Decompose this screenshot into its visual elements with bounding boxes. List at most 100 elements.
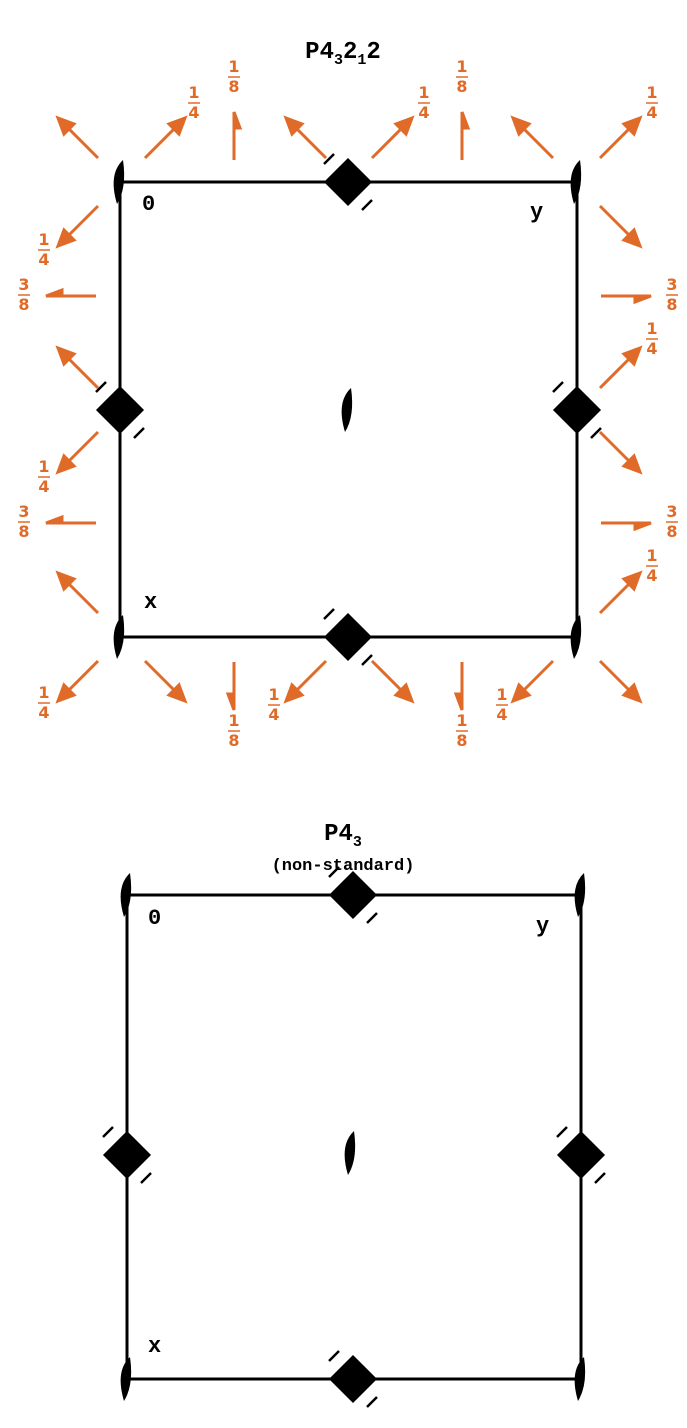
- fraction-numerator: 1: [418, 83, 429, 102]
- y-axis-label: y: [536, 914, 549, 939]
- inplane-twofold-axis-icon: [55, 570, 100, 615]
- svg-text:14: 14: [496, 685, 507, 724]
- inplane-twofold-axis-icon: [601, 521, 652, 532]
- svg-text:18: 18: [456, 711, 467, 750]
- inplane-twofold-axis-icon: [55, 115, 100, 160]
- fourfold-screw-axis-icon: [328, 866, 378, 924]
- fraction-numerator: 1: [268, 685, 279, 704]
- fraction-denominator: 4: [496, 705, 507, 724]
- svg-text:38: 38: [18, 502, 29, 541]
- inplane-twofold-axis-icon: [55, 345, 100, 390]
- inplane-twofold-axis-icon: [55, 204, 100, 249]
- inplane-twofold-axis-icon: [370, 115, 415, 160]
- fraction-denominator: 8: [666, 295, 677, 314]
- origin-label: 0: [148, 906, 161, 931]
- inplane-twofold-axis-icon: [598, 204, 643, 249]
- inplane-twofold-axis-icon: [601, 294, 652, 305]
- inplane-twofold-axis-icon: [225, 662, 236, 711]
- twofold-axis-icon: [341, 388, 353, 432]
- fraction-numerator: 1: [188, 83, 199, 102]
- inplane-twofold-axis-icon: [453, 662, 464, 711]
- inplane-twofold-axis-icon: [232, 111, 243, 160]
- inplane-twofold-axis-icon: [143, 115, 188, 160]
- fraction-numerator: 1: [38, 457, 49, 476]
- twofold-axis-icon: [113, 160, 125, 204]
- origin-label: 0: [142, 192, 155, 217]
- fourfold-screw-axis-icon: [328, 1350, 378, 1408]
- diagram-p43212: P43212 0 y x: [18, 39, 678, 750]
- twofold-axis-icon: [113, 615, 125, 659]
- fraction-denominator: 4: [188, 103, 199, 122]
- fraction-denominator: 8: [18, 522, 29, 541]
- fraction-denominator: 8: [456, 77, 467, 96]
- svg-text:14: 14: [268, 685, 279, 724]
- fraction-numerator: 1: [646, 319, 657, 338]
- twofold-axis-icon: [574, 873, 586, 917]
- fraction-numerator: 1: [646, 83, 657, 102]
- fraction-denominator: 8: [456, 731, 467, 750]
- inplane-twofold-axis-icon: [510, 115, 555, 160]
- inplane-twofold-axis-icon: [598, 115, 643, 160]
- svg-text:14: 14: [38, 230, 49, 269]
- fraction-numerator: 1: [496, 685, 507, 704]
- inplane-twofold-axis-icon: [510, 659, 555, 704]
- fraction-denominator: 8: [228, 731, 239, 750]
- inplane-twofold-axis-icon: [283, 115, 328, 160]
- svg-text:14: 14: [646, 319, 657, 358]
- svg-text:14: 14: [646, 83, 657, 122]
- diagram-title: P43212: [305, 39, 381, 69]
- fraction-numerator: 3: [666, 275, 677, 294]
- twofold-axis-icon: [344, 1131, 356, 1175]
- svg-text:38: 38: [18, 275, 29, 314]
- fraction-denominator: 4: [646, 566, 657, 585]
- fraction-denominator: 4: [38, 477, 49, 496]
- fraction-numerator: 3: [666, 502, 677, 521]
- fraction-numerator: 1: [228, 711, 239, 730]
- inplane-twofold-axis-icon: [460, 111, 471, 160]
- inplane-twofold-axis-icon: [598, 570, 643, 615]
- inplane-twofold-axis-icon: [55, 430, 100, 475]
- fraction-numerator: 1: [38, 683, 49, 702]
- y-axis-label: y: [530, 200, 543, 225]
- inplane-twofold-axis-icon: [370, 659, 415, 704]
- fraction-denominator: 4: [38, 703, 49, 722]
- inplane-twofold-axis-icon: [283, 659, 328, 704]
- svg-text:14: 14: [38, 683, 49, 722]
- fraction-denominator: 8: [666, 522, 677, 541]
- svg-text:38: 38: [666, 502, 677, 541]
- x-axis-label: x: [148, 1334, 161, 1359]
- fourfold-screw-axis-icon: [556, 1126, 606, 1184]
- fraction-numerator: 3: [18, 502, 29, 521]
- fourfold-screw-axis-icon: [95, 381, 145, 439]
- svg-text:18: 18: [456, 57, 467, 96]
- fraction-denominator: 8: [18, 295, 29, 314]
- svg-text:18: 18: [228, 711, 239, 750]
- inplane-twofold-axis-icon: [143, 659, 188, 704]
- inplane-twofold-axis-icon: [598, 659, 643, 704]
- fraction-denominator: 4: [646, 103, 657, 122]
- fraction-denominator: 4: [646, 339, 657, 358]
- svg-text:14: 14: [38, 457, 49, 496]
- fourfold-screw-axis-icon: [102, 1126, 152, 1184]
- x-axis-label: x: [144, 590, 157, 615]
- svg-text:18: 18: [228, 57, 239, 96]
- diagram-p43: P43 (non-standard) 0 y x: [102, 821, 606, 1408]
- fraction-numerator: 3: [18, 275, 29, 294]
